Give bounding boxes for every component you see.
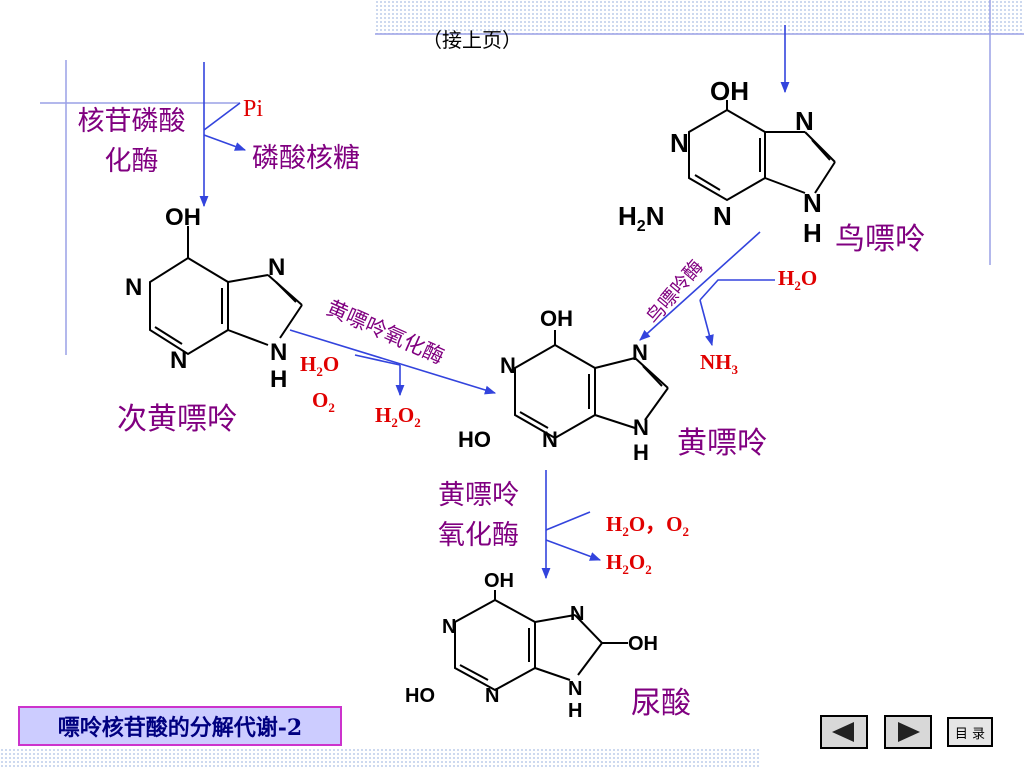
hypoxanthine-oh: OH (165, 204, 201, 231)
nh3-label: NH3 (700, 350, 738, 378)
uric-n1: N (442, 616, 456, 638)
ribose-phosphate-label: 磷酸核糖 (252, 143, 360, 174)
next-arrow-icon (898, 722, 920, 742)
uric-n3: N (485, 685, 499, 707)
slide-title-box: 嘌呤核苷酸的分解代谢-2 (18, 706, 342, 746)
uric-oh-top: OH (484, 570, 514, 592)
hypoxanthine-n9: N (270, 339, 287, 366)
hypoxanthine-name: 次黄嘌呤 (117, 402, 237, 437)
uric-acid-name: 尿酸 (631, 686, 691, 721)
xanthine-n7: N (632, 340, 648, 365)
xanthine-n3: N (542, 427, 558, 452)
xanthine-oxidase-label-2: 黄嘌呤 氧化酶 (438, 476, 519, 556)
nucleoside-phosphorylase-label: 核苷磷酸 化酶 (64, 102, 199, 182)
next-button[interactable] (884, 715, 932, 749)
xanthine-n1: N (500, 353, 516, 378)
uric-oh-right: OH (628, 633, 658, 655)
uric-h9: H (568, 700, 582, 722)
hypoxanthine-n7: N (268, 254, 285, 281)
h2o-o2-in-xo2 (545, 511, 591, 531)
guanine-oh: OH (710, 76, 749, 106)
h2o-o2-xo2: H2O，O2 (606, 512, 690, 540)
enzyme2-line1: 黄嘌呤 (438, 480, 519, 511)
arrow-hypoxanthine-to-xanthine (289, 329, 497, 395)
uric-n9: N (568, 678, 582, 700)
guanine-name: 鸟嘌呤 (835, 222, 925, 257)
menu-label: 目 录 (954, 726, 986, 742)
hypoxanthine-h9: H (270, 366, 287, 393)
h2o2-xo1: H2O2 (375, 403, 421, 431)
continued-label: （接上页） (422, 28, 522, 52)
guanine-n3: N (713, 201, 732, 231)
pi-label: Pi (243, 96, 264, 122)
guanase-label: 鸟嘌呤酶 (642, 256, 708, 328)
pi-branch (203, 102, 241, 131)
uric-n7: N (570, 603, 584, 625)
ribose-phosphate-branch (203, 134, 247, 151)
prev-button[interactable] (820, 715, 868, 749)
guanine-h9: H (803, 218, 822, 248)
hypoxanthine-n3: N (170, 347, 187, 374)
xanthine-ho: HO (458, 427, 491, 452)
xanthine-h9: H (633, 440, 649, 465)
h2o2-xo2: H2O2 (606, 550, 652, 578)
xanthine-n9: N (633, 415, 649, 440)
guanine-n7: N (795, 106, 814, 136)
arrow-guanine-to-xanthine (639, 231, 761, 341)
xanthine-oxidase-label-diag: 黄嘌呤氧化酶 (323, 296, 448, 369)
xanthine-structure (514, 330, 669, 440)
enzyme-line2: 化酶 (104, 146, 159, 177)
xanthine-oh: OH (540, 306, 573, 331)
xanthine-name: 黄嘌呤 (677, 426, 767, 461)
h2o-in-xo1 (354, 354, 401, 366)
hypoxanthine-n1: N (125, 274, 142, 301)
guanine-n1: N (670, 128, 689, 158)
top-dotted-band (375, 0, 1024, 34)
h2o2-out-xo2 (545, 539, 602, 561)
o2-xo1: O2 (312, 388, 335, 416)
prev-arrow-icon (832, 722, 854, 742)
menu-button[interactable]: 目 录 (947, 717, 993, 747)
nh3-out (699, 299, 714, 347)
guanine-n9: N (803, 188, 822, 218)
bottom-dotted-band (0, 748, 760, 768)
h2o-in-guanase (699, 279, 775, 301)
h2o-xo1: H2O (300, 352, 340, 380)
frame-lines (40, 0, 1024, 355)
uric-ho: HO (405, 685, 435, 707)
guanine-structure (688, 100, 836, 202)
uric-acid-structure (454, 590, 628, 692)
slide-title: 嘌呤核苷酸的分解代谢-2 (57, 715, 303, 741)
hypoxanthine-structure (149, 226, 303, 356)
h2o-guanase: H2O (778, 266, 818, 294)
enzyme-line1: 核苷磷酸 (77, 106, 186, 137)
guanine-h2n: H2N (618, 201, 664, 235)
enzyme2-line2: 氧化酶 (438, 520, 519, 551)
